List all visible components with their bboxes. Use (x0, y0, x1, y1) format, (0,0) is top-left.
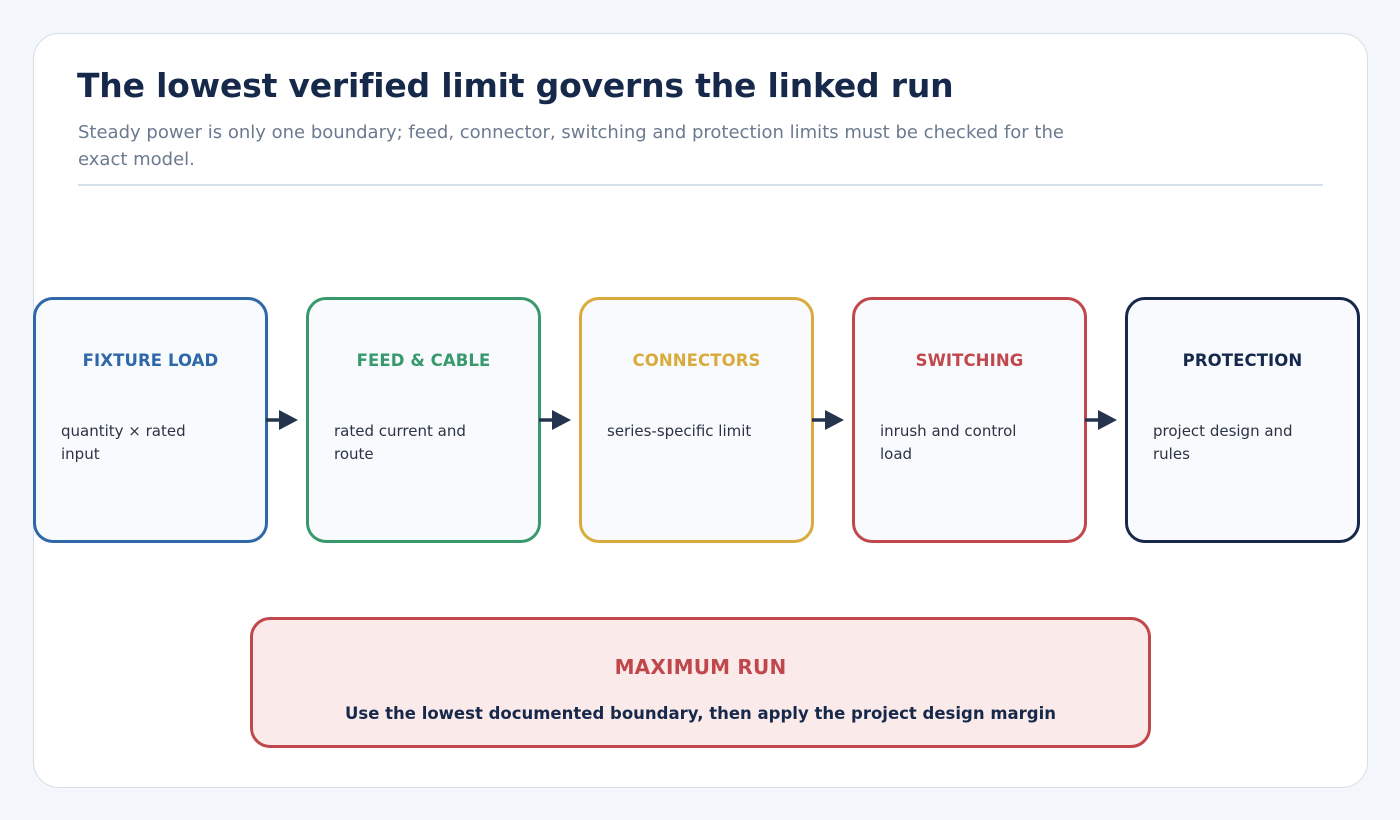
flow-arrow-icon (1085, 410, 1117, 430)
maximum-run-box: MAXIMUM RUN Use the lowest documented bo… (250, 617, 1151, 748)
flow-arrow-icon (812, 410, 844, 430)
page-title: The lowest verified limit governs the li… (77, 66, 954, 105)
stage-description: rated current and route (334, 422, 466, 463)
stage-protection: PROTECTION project design and rules (1125, 297, 1360, 543)
stage-description: project design and rules (1153, 422, 1293, 463)
stage-title: FIXTURE LOAD (82, 351, 219, 370)
stage-title: PROTECTION (1182, 351, 1303, 370)
flow-arrow-icon (266, 410, 298, 430)
stage-switching: SWITCHING inrush and control load (852, 297, 1087, 543)
page-subtitle: Steady power is only one boundary; feed,… (78, 122, 1064, 170)
stage-title: CONNECTORS (632, 351, 761, 370)
header-divider (78, 184, 1323, 186)
stage-title: FEED & CABLE (356, 351, 491, 370)
stage-connectors: CONNECTORS series-specific limit (579, 297, 814, 543)
flow-arrow-icon (539, 410, 571, 430)
stage-fixture-load: FIXTURE LOAD quantity × rated input (33, 297, 268, 543)
stage-feed-cable: FEED & CABLE rated current and route (306, 297, 541, 543)
stage-description: inrush and control load (880, 422, 1017, 463)
maximum-run-description: Use the lowest documented boundary, then… (344, 704, 1057, 723)
maximum-run-title: MAXIMUM RUN (614, 655, 787, 679)
stage-description: series-specific limit (607, 422, 752, 440)
stage-title: SWITCHING (915, 351, 1024, 370)
stage-description: quantity × rated input (61, 422, 186, 463)
